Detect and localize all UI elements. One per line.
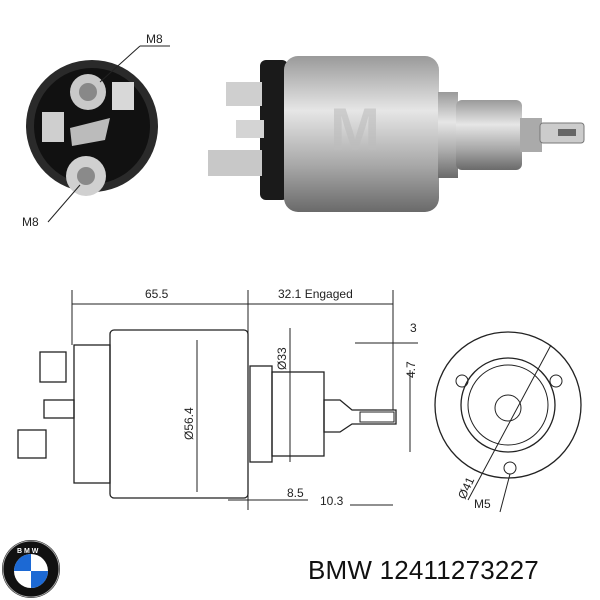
dim-engaged-stroke: 32.1 Engaged xyxy=(278,287,353,301)
product-caption: BMW 12411273227 xyxy=(308,555,539,585)
dim-flange-width: 8.5 xyxy=(287,486,304,500)
label-m8-top: M8 xyxy=(146,32,163,46)
label-m8-bottom: M8 xyxy=(22,215,39,229)
dim-body-length: 65.5 xyxy=(145,287,169,301)
solenoid-side-photo: M xyxy=(208,56,585,212)
bmw-roundel-logo: B M W xyxy=(2,540,60,598)
dim-body-diameter: Ø56.4 xyxy=(182,407,196,440)
dim-mount-thread: M5 xyxy=(474,497,491,511)
svg-text:B M W: B M W xyxy=(17,548,39,555)
dim-tab-length: 10.3 xyxy=(320,494,344,508)
dimension-drawing: 65.5 32.1 Engaged Ø56.4 Ø33 3 4.7 10.3 8… xyxy=(17,287,582,513)
terminal-end-view: M8 M8 xyxy=(22,32,170,229)
svg-text:M: M xyxy=(330,96,380,163)
dim-tab-thickness: 3 xyxy=(410,321,417,335)
dim-nose-diameter: Ø33 xyxy=(275,347,289,370)
dim-tab-hole: 4.7 xyxy=(404,361,418,378)
